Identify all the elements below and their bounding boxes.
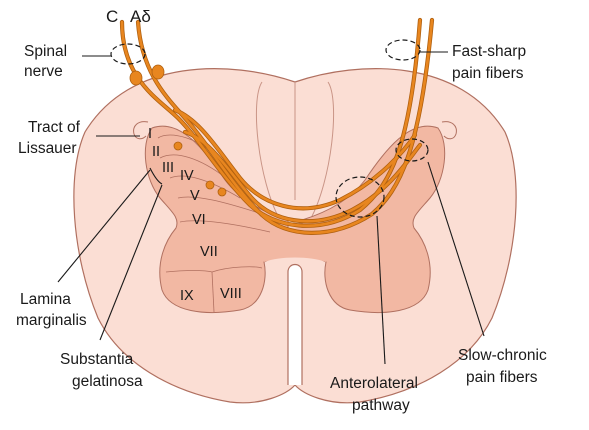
label-tract-of-lissauer: Tract of Lissauer bbox=[18, 119, 84, 157]
tract-of-lissauer-right bbox=[441, 121, 457, 140]
ganglion-cells bbox=[129, 64, 227, 197]
lamina-vi: VI bbox=[192, 212, 206, 228]
ventral-median-fissure bbox=[287, 263, 303, 385]
gray-matter-left bbox=[144, 125, 289, 313]
afferent-fibers-fill bbox=[120, 18, 434, 235]
leader-lines bbox=[57, 51, 485, 365]
gray-matter-right bbox=[301, 125, 446, 313]
lamina-ii: II bbox=[152, 144, 160, 160]
lamina-i: I bbox=[148, 126, 152, 142]
lamina-viii: VIII bbox=[220, 286, 242, 302]
label-lamina-marginalis: Lamina marginalis bbox=[16, 291, 87, 329]
tract-of-lissauer-left bbox=[133, 121, 149, 140]
lamina-iii: III bbox=[162, 160, 174, 176]
fiber-label-c: C bbox=[106, 7, 118, 26]
lamina-iv: IV bbox=[180, 168, 194, 184]
lamina-ix: IX bbox=[180, 288, 194, 304]
label-slow-chronic-pain-fibers: Slow-chronic pain fibers bbox=[458, 347, 551, 386]
lamina-boundaries bbox=[157, 134, 271, 313]
label-anterolateral-pathway: Anterolateral pathway bbox=[330, 375, 422, 414]
label-fast-sharp-pain-fibers: Fast-sharp pain fibers bbox=[452, 43, 530, 82]
label-substantia-gelatinosa: Substantia gelatinosa bbox=[60, 351, 143, 390]
lamina-v: V bbox=[190, 188, 200, 204]
label-spinal-nerve: Spinal nerve bbox=[24, 43, 71, 80]
fiber-label-a-delta: Aδ bbox=[130, 7, 151, 26]
slow-chronic-oval bbox=[395, 138, 429, 162]
gray-commissure bbox=[264, 227, 326, 262]
fast-sharp-oval bbox=[385, 39, 421, 61]
spinal-nerve-oval bbox=[110, 43, 146, 65]
anterolateral-oval bbox=[335, 176, 385, 218]
lamina-vii: VII bbox=[200, 244, 218, 260]
dashed-markers bbox=[110, 39, 429, 218]
